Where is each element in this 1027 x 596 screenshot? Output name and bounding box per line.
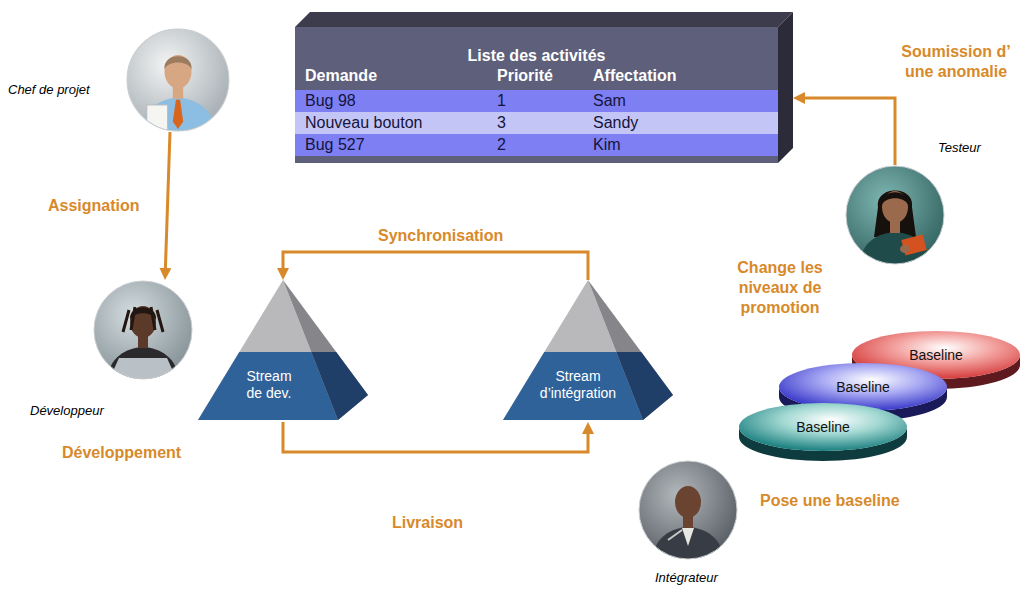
role-label: Intégrateur [655, 570, 718, 586]
baseline-disc: Baseline [737, 401, 909, 463]
person-body [107, 347, 179, 380]
stream-label: Stream de dev. [238, 368, 300, 402]
flow-label: Assignation [48, 196, 140, 216]
person-folder [147, 105, 168, 132]
developer-avatar: Développeur [93, 280, 193, 380]
person-photo [845, 165, 945, 265]
photo-rim [94, 281, 192, 379]
node-outline [638, 460, 738, 560]
table-cell: 2 [497, 134, 506, 156]
table-cell: Kim [593, 134, 621, 156]
person-pen [668, 530, 682, 540]
person-head [164, 55, 191, 88]
project-manager-avatar: Chef de projet [126, 28, 230, 132]
photo-background [638, 460, 738, 560]
table-cell: Nouveau bouton [305, 112, 422, 134]
person-hair [882, 192, 908, 205]
person-laptop [109, 358, 177, 380]
table-cell: 1 [497, 90, 506, 112]
column-header: Affectation [593, 65, 677, 87]
pyramid-base-side [616, 352, 673, 420]
action-label: Change les niveaux de promotion [728, 258, 832, 318]
flow-label: Synchronisation [378, 226, 503, 246]
person-head [882, 191, 908, 223]
stream-pyramid: Stream d’intégration [503, 280, 673, 422]
person-body [141, 98, 216, 132]
table-side-face [778, 12, 793, 163]
table-cell: 3 [497, 112, 506, 134]
person-body [652, 527, 724, 560]
person-tie [173, 100, 183, 129]
pyramid-base-side [311, 352, 368, 420]
table-row-band [295, 134, 778, 156]
person-body [859, 232, 931, 265]
table-cell: Bug 527 [305, 134, 365, 156]
person-photo [638, 460, 738, 560]
photo-rim [639, 461, 737, 559]
table-cell: Sandy [593, 112, 638, 134]
stream-pyramid: Stream de dev. [198, 280, 368, 422]
person-head [675, 486, 701, 518]
action-label: Développement [62, 443, 181, 463]
person-hair [874, 191, 916, 238]
photo-rim [846, 166, 944, 264]
column-header: Demande [305, 65, 377, 87]
table-row-band [295, 90, 778, 112]
baseline-label: Baseline [737, 418, 909, 436]
action-label: Pose une baseline [760, 491, 900, 511]
tester-avatar: Testeur [845, 165, 945, 265]
baseline-label: Baseline [777, 378, 949, 396]
table-title: Liste des activités [295, 46, 778, 66]
person-photo [93, 280, 193, 380]
role-label: Développeur [30, 403, 104, 419]
photo-background [93, 280, 193, 380]
flow-arrow [283, 422, 588, 452]
role-label: Chef de projet [8, 82, 90, 98]
node-outline [93, 280, 193, 380]
flow-label: Soumission d’ une anomalie [893, 42, 1019, 82]
flow-arrow [283, 252, 588, 280]
node-outline [295, 12, 793, 163]
baseline-label: Baseline [850, 346, 1022, 364]
column-header: Priorité [497, 65, 553, 87]
person-hair [123, 307, 163, 332]
table-cell: Bug 98 [305, 90, 356, 112]
activity-table: Liste des activitésDemande Priorité Affect… [295, 12, 793, 163]
role-label: Testeur [938, 140, 981, 156]
table-row-band [295, 112, 778, 134]
table-top-face [295, 12, 793, 27]
person-shirt [682, 528, 694, 546]
person-hair [164, 56, 191, 69]
stream-label: Stream d’intégration [530, 368, 626, 402]
photo-rim [127, 29, 229, 131]
person-photo [126, 28, 230, 132]
flow-arrow [801, 98, 895, 165]
node-outline [126, 28, 230, 132]
photo-background [126, 28, 230, 132]
person-hand [900, 245, 910, 253]
table-front-face [295, 27, 778, 163]
flow-label: Livraison [392, 513, 463, 533]
node-outline [845, 165, 945, 265]
photo-background [845, 165, 945, 265]
table-cell: Sam [593, 90, 626, 112]
integrator-avatar: Intégrateur [638, 460, 738, 560]
flow-arrow [165, 132, 170, 272]
